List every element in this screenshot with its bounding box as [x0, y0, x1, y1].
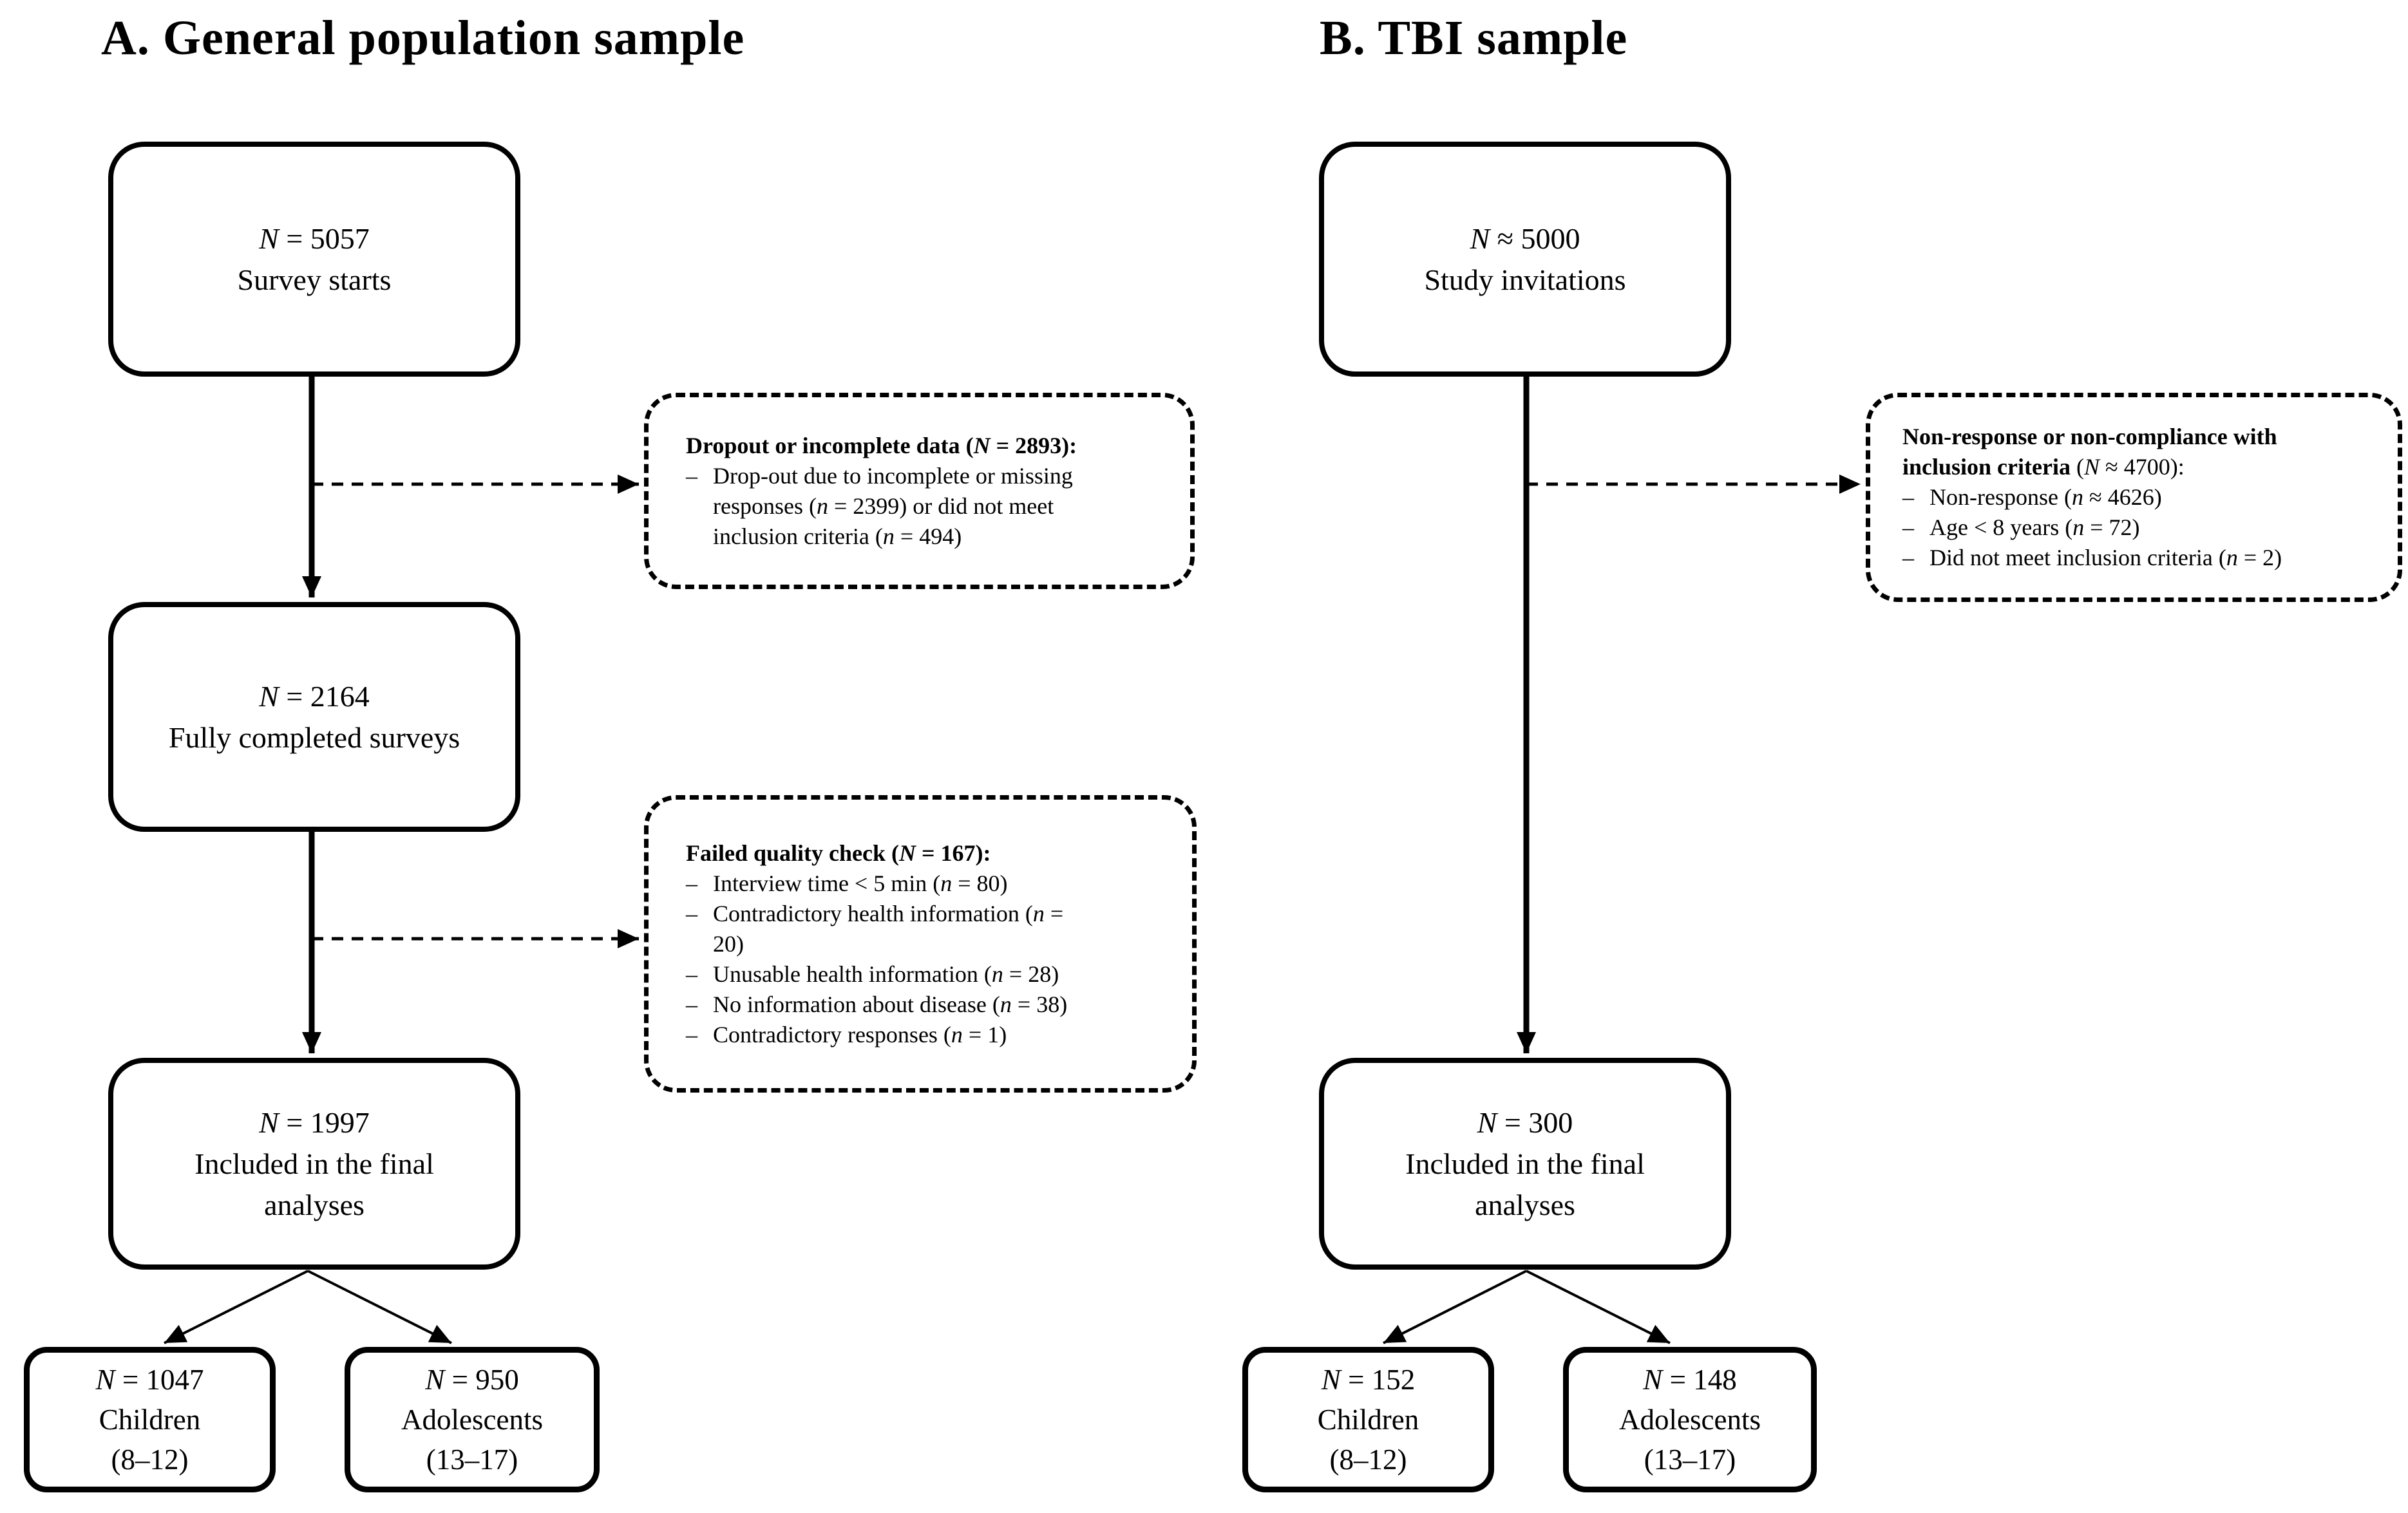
- bullet-text: No information about disease (n = 38): [713, 991, 1068, 1017]
- box-line: analyses: [264, 1188, 365, 1221]
- box-line: N = 1997: [259, 1105, 370, 1139]
- exclusion-bullet: – Interview time < 5 min (n = 80): [686, 869, 1134, 899]
- exclusion-bullet: – Non-response (n ≈ 4626): [1902, 482, 2372, 512]
- exclusion-box-a-dropout: Dropout or incomplete data (N = 2893): –…: [644, 393, 1195, 589]
- exclusion-bullet: – Age < 8 years (n = 72): [1902, 512, 2372, 543]
- panel-b-title: B. TBI sample: [1320, 11, 1628, 65]
- flow-box-b-children: N = 152 Children (8–12): [1242, 1347, 1494, 1492]
- bullet-text: Contradictory responses (n = 1): [713, 1021, 1007, 1048]
- exclusion-bullet: – Contradictory responses (n = 1): [686, 1020, 1134, 1050]
- panel-a-title: A. General population sample: [101, 11, 745, 65]
- arrow-b-split-adolescents: [1526, 1270, 1671, 1344]
- box-line: N ≈ 5000: [1470, 221, 1580, 255]
- bullet-dash: –: [686, 462, 697, 489]
- box-line: N = 2164: [259, 679, 370, 713]
- bullet-dash: –: [686, 900, 697, 926]
- bullet-text: Interview time < 5 min (n = 80): [713, 870, 1008, 896]
- bullet-dash: –: [686, 1021, 697, 1048]
- box-line: Included in the final: [1405, 1147, 1645, 1180]
- bullet-dash: –: [686, 961, 697, 987]
- arrow-a-split-adolescents: [307, 1270, 452, 1344]
- flow-box-a-adolescents: N = 950 Adolescents (13–17): [345, 1347, 600, 1492]
- box-line: (13–17): [1644, 1443, 1736, 1476]
- box-line: N = 5057: [259, 221, 370, 255]
- exclusion-bullets: – Interview time < 5 min (n = 80) – Cont…: [686, 869, 1173, 1050]
- bullet-dash: –: [686, 991, 697, 1017]
- flow-box-a-survey-starts: N = 5057 Survey starts: [108, 142, 520, 377]
- box-line: Children: [99, 1404, 201, 1436]
- exclusion-bullets: – Non-response (n ≈ 4626) – Age < 8 year…: [1902, 482, 2378, 573]
- box-line: analyses: [1475, 1188, 1575, 1221]
- box-line: N = 148: [1643, 1364, 1737, 1396]
- flow-box-a-included-final: N = 1997 Included in the final analyses: [108, 1058, 520, 1270]
- bullet-dash: –: [686, 870, 697, 896]
- bullet-dash: –: [1902, 484, 1914, 510]
- arrow-b-split-children: [1383, 1270, 1527, 1344]
- box-line: N = 950: [425, 1364, 519, 1396]
- box-line: Fully completed surveys: [168, 720, 460, 754]
- exclusion-title: Dropout or incomplete data (N = 2893):: [686, 432, 1077, 458]
- bullet-dash: –: [1902, 545, 1914, 570]
- box-line: Included in the final: [194, 1147, 434, 1180]
- box-line: (13–17): [426, 1443, 518, 1476]
- box-line: (8–12): [111, 1443, 189, 1476]
- flow-box-b-study-invitations: N ≈ 5000 Study invitations: [1319, 142, 1731, 377]
- box-line: Study invitations: [1424, 263, 1626, 296]
- box-line: N = 1047: [95, 1364, 204, 1396]
- box-line: Survey starts: [237, 263, 392, 296]
- bullet-text: Contradictory health information (n =20): [713, 900, 1064, 957]
- box-line: Adolescents: [401, 1404, 543, 1436]
- bullet-text: Non-response (n ≈ 4626): [1929, 484, 2162, 510]
- flow-box-a-fully-completed: N = 2164 Fully completed surveys: [108, 602, 520, 832]
- exclusion-bullet: – Did not meet inclusion criteria (n = 2…: [1902, 543, 2372, 573]
- box-line: Children: [1317, 1404, 1419, 1436]
- exclusion-box-a-quality-check: Failed quality check (N = 167): – Interv…: [644, 795, 1197, 1093]
- bullet-text: Unusable health information (n = 28): [713, 961, 1059, 987]
- box-line: Adolescents: [1619, 1404, 1761, 1436]
- bullet-dash: –: [1902, 514, 1914, 540]
- bullet-text: Did not meet inclusion criteria (n = 2): [1929, 545, 2282, 570]
- exclusion-bullet: – Contradictory health information (n =2…: [686, 899, 1134, 959]
- box-line: N = 300: [1477, 1105, 1573, 1139]
- box-line: N = 152: [1321, 1364, 1416, 1396]
- flow-box-b-included-final: N = 300 Included in the final analyses: [1319, 1058, 1731, 1270]
- exclusion-bullet: – No information about disease (n = 38): [686, 990, 1134, 1020]
- exclusion-title: Failed quality check (N = 167):: [686, 840, 991, 866]
- flow-box-a-children: N = 1047 Children (8–12): [24, 1347, 276, 1492]
- exclusion-bullet: – Unusable health information (n = 28): [686, 959, 1134, 990]
- arrow-a-split-children: [164, 1270, 308, 1344]
- box-line: (8–12): [1329, 1443, 1407, 1476]
- bullet-text: Age < 8 years (n = 72): [1929, 514, 2140, 540]
- flow-box-b-adolescents: N = 148 Adolescents (13–17): [1563, 1347, 1817, 1492]
